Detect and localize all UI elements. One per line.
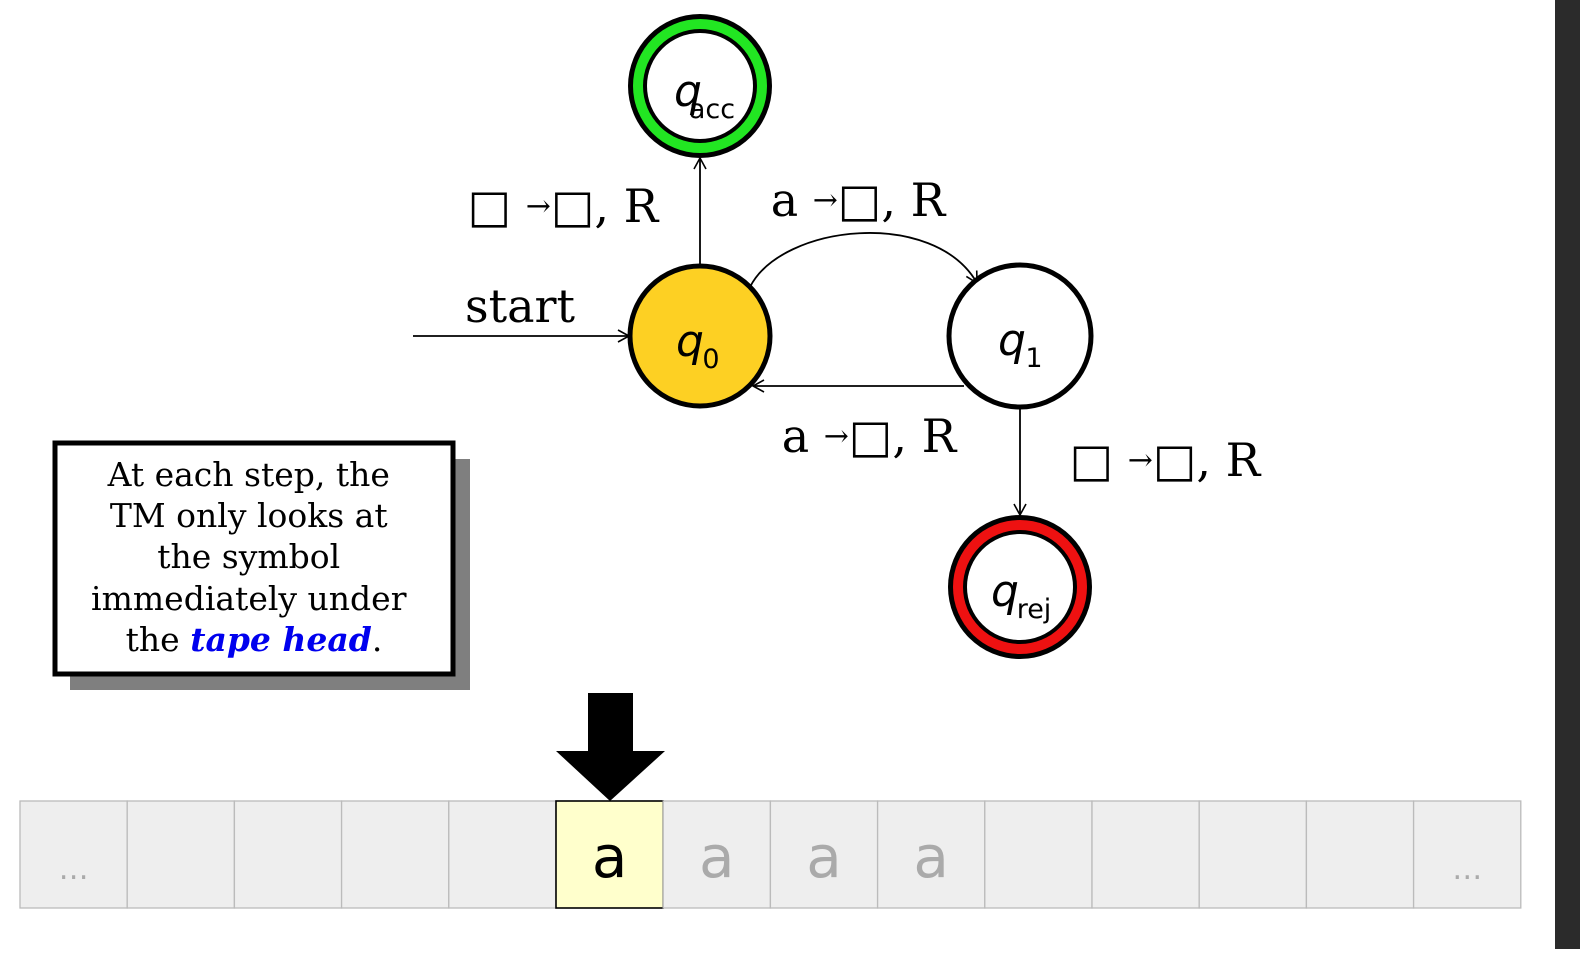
tape-cell: a	[769, 800, 879, 909]
tape-cell: a	[876, 800, 986, 909]
tape-cell: …	[1412, 800, 1522, 909]
callout-line-5: the tape head.	[126, 620, 383, 659]
state-q-rej-base: q	[991, 566, 1019, 617]
callout-text: At each step, the TM only looks at the s…	[91, 455, 417, 659]
start-label: start	[465, 279, 576, 333]
state-q0-sub: 0	[702, 344, 719, 375]
state-q1-sub: 1	[1025, 343, 1042, 374]
state-q-rej-sub: rej	[1017, 594, 1052, 625]
tape-cell	[1091, 800, 1200, 909]
state-q-acc: q acc	[628, 14, 772, 158]
state-q1: q 1	[946, 262, 1094, 410]
tape-cell: a	[662, 800, 772, 909]
transition-label-q1-q0: a →□, R	[782, 409, 958, 463]
tape-cell	[340, 800, 450, 909]
edge-q0-q1	[749, 232, 978, 288]
tape-cell	[126, 800, 236, 909]
transition-label-q0-qacc: □ →□, R	[468, 179, 660, 233]
transition-label-q1-qrej: □ →□, R	[1070, 433, 1262, 487]
tape-cell	[233, 800, 343, 909]
tape-symbol: a	[699, 823, 735, 891]
tape-symbol: a	[592, 823, 628, 891]
state-q-acc-base: q	[674, 66, 702, 117]
state-q-acc-sub: acc	[689, 94, 735, 125]
tape-cell	[448, 800, 557, 909]
tape: … a a a a …	[19, 800, 1522, 909]
tape-symbol: a	[913, 823, 949, 891]
state-q1-base: q	[998, 315, 1026, 366]
tape-cell-head: a	[555, 800, 664, 909]
window-edge-bar	[1555, 0, 1580, 949]
transition-label-q0-q1: a →□, R	[771, 173, 947, 227]
state-q0-base: q	[676, 316, 704, 367]
tape-symbol: a	[806, 823, 842, 891]
callout-line-2: TM only looks at	[110, 496, 388, 535]
state-q-rej: q rej	[948, 515, 1092, 659]
tape-cell: …	[19, 800, 128, 909]
tape-symbol: …	[59, 852, 89, 887]
tape-head-arrow	[556, 693, 665, 801]
callout-emphasis: tape head	[190, 620, 372, 659]
tape-cell	[984, 800, 1093, 909]
callout-box: At each step, the TM only looks at the s…	[52, 440, 470, 690]
tm-diagram: q acc q 0 q 1 q rej start □ →□, R a →□, …	[19, 14, 1522, 909]
callout-line-1: At each step, the	[107, 455, 390, 494]
tape-cell	[1305, 800, 1415, 909]
state-q0: q 0	[627, 263, 773, 409]
tape-cell	[1198, 800, 1308, 909]
callout-line-3: the symbol	[157, 537, 340, 576]
tape-symbol: …	[1452, 852, 1482, 887]
callout-line-4: immediately under	[91, 579, 407, 618]
